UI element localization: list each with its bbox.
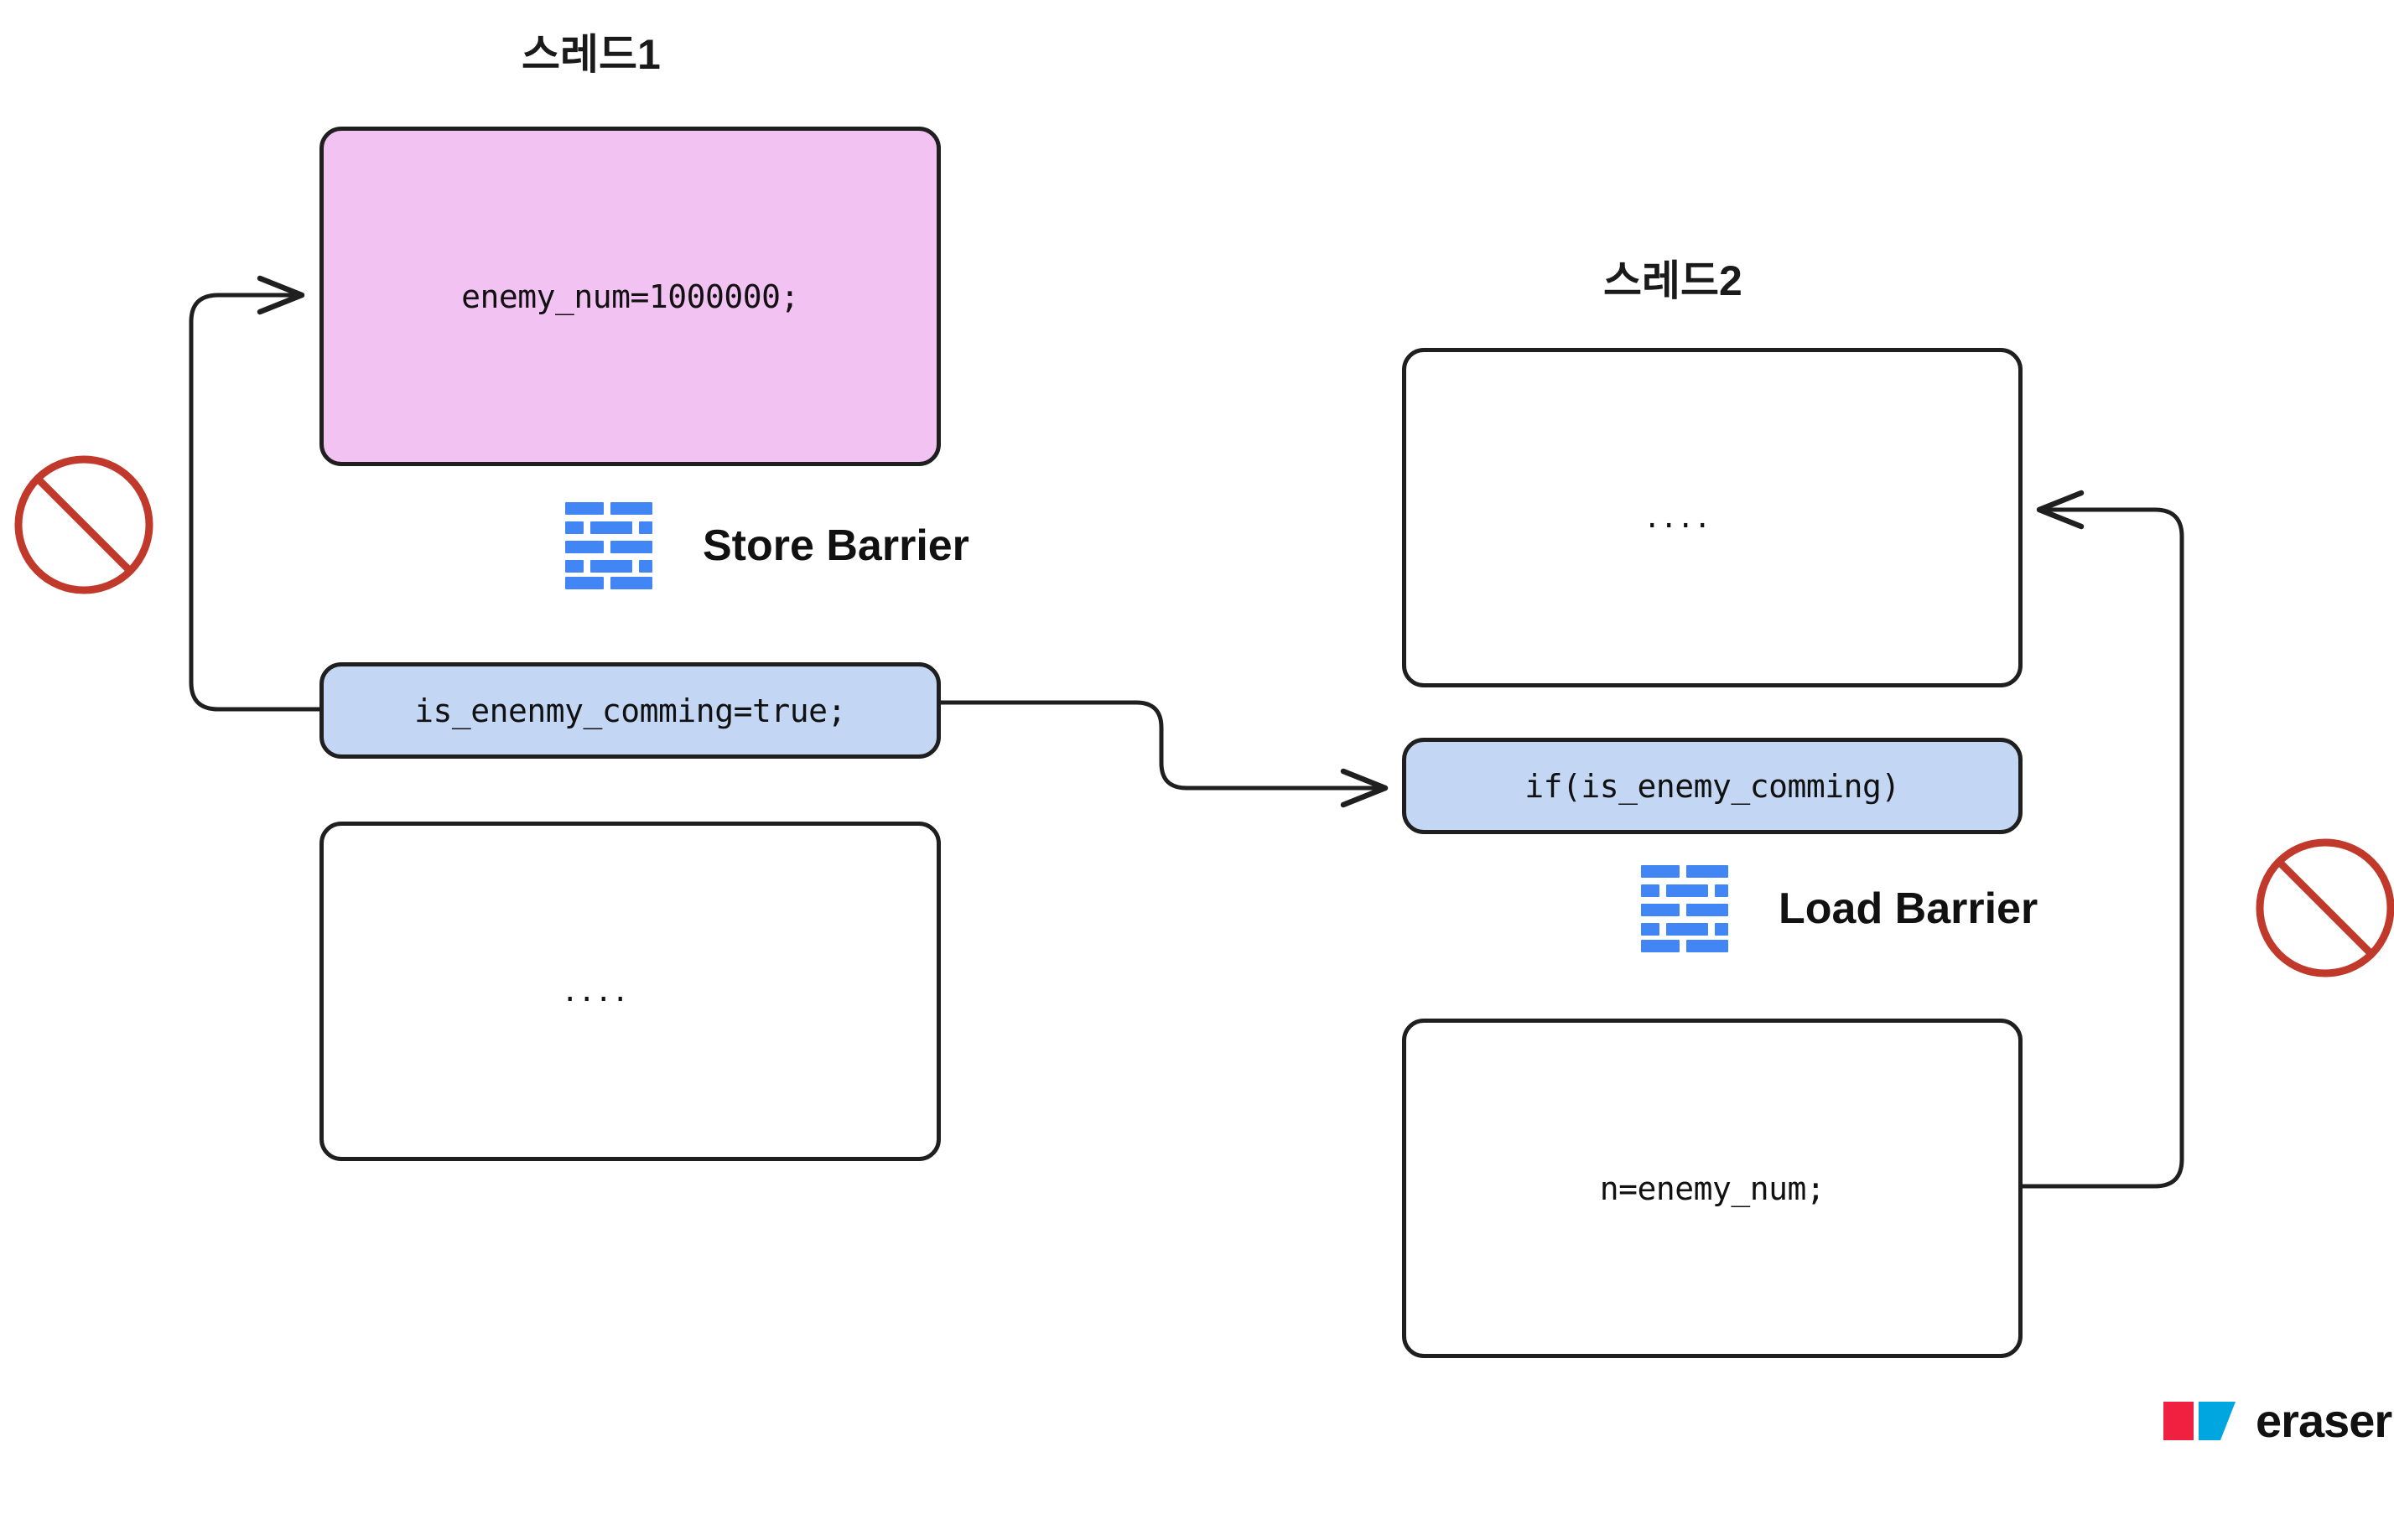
eraser-logo-text: eraser xyxy=(2256,1394,2392,1447)
edge-flag-to-assign xyxy=(189,275,322,712)
eraser-logo[interactable]: eraser xyxy=(2162,1393,2392,1448)
node-t1-flag-label: is_enenmy_comming=true; xyxy=(414,692,846,729)
node-t1-assign[interactable]: enemy_num=1000000; xyxy=(319,127,941,466)
node-t1-flag[interactable]: is_enenmy_comming=true; xyxy=(319,662,941,759)
node-t1-rest-label: .... xyxy=(561,974,629,1009)
edge-read-to-pre xyxy=(2020,490,2184,1189)
node-t2-read-label: n=enemy_num; xyxy=(1599,1169,1825,1207)
lane-title-thread2: 스레드2 xyxy=(1603,257,1742,304)
no-entry-icon-right xyxy=(2256,838,2394,977)
no-entry-icon-left xyxy=(14,455,153,594)
node-t2-check-label: if(is_enemy_comming) xyxy=(1524,767,1900,805)
eraser-logo-icon xyxy=(2163,1401,2236,1440)
node-t1-rest[interactable]: .... xyxy=(319,822,941,1161)
brick-wall-icon xyxy=(565,502,652,589)
load-barrier-label: Load Barrier xyxy=(1779,884,2038,933)
node-t2-check[interactable]: if(is_enemy_comming) xyxy=(1402,738,2023,834)
store-barrier-group: Store Barrier xyxy=(563,500,969,591)
edge-flag-to-check xyxy=(938,700,1389,808)
lane-title-thread1: 스레드1 xyxy=(522,31,661,78)
store-barrier-label: Store Barrier xyxy=(703,521,969,570)
node-t2-pre[interactable]: .... xyxy=(1402,348,2023,687)
node-t1-assign-label: enemy_num=1000000; xyxy=(461,277,799,315)
brick-wall-icon xyxy=(1641,865,1728,952)
node-t2-pre-label: .... xyxy=(1644,500,1711,535)
load-barrier-group: Load Barrier xyxy=(1639,863,2038,954)
node-t2-read[interactable]: n=enemy_num; xyxy=(1402,1019,2023,1358)
